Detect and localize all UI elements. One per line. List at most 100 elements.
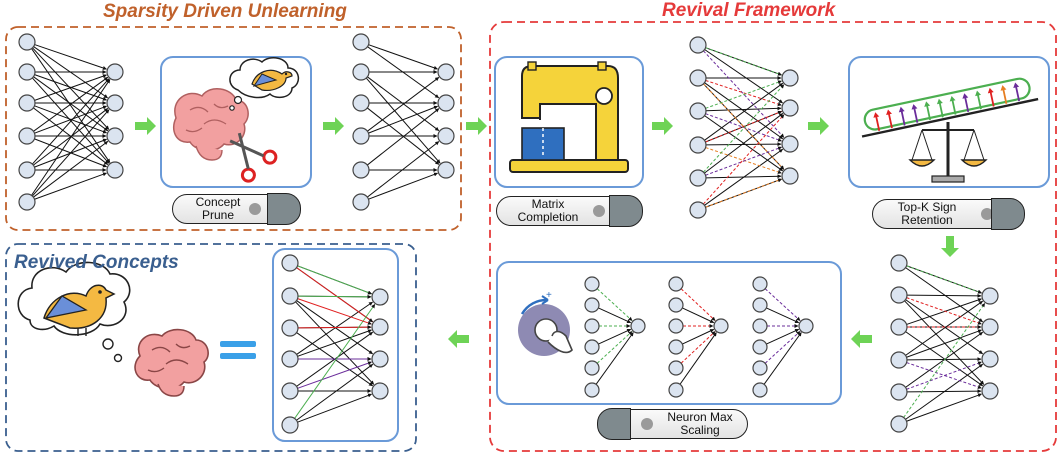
prune-illustration	[172, 56, 300, 183]
edge	[764, 331, 801, 364]
neuron-node	[668, 297, 684, 313]
edge	[705, 106, 782, 112]
edge	[33, 140, 109, 198]
scissors-icon	[229, 132, 278, 183]
neuron-node	[689, 201, 707, 219]
arrow-right-icon	[808, 117, 829, 135]
sign-arrow	[938, 101, 944, 118]
neuron-node	[668, 382, 684, 398]
brain-icon	[134, 328, 209, 397]
neuron-node	[981, 318, 999, 336]
neuron-node	[18, 33, 36, 51]
neuron-node	[752, 360, 768, 376]
neuron-node	[890, 415, 908, 433]
neuron-node	[371, 382, 389, 400]
neuron-node	[18, 193, 36, 211]
edge	[906, 298, 982, 325]
edge	[705, 178, 782, 208]
edge	[679, 332, 717, 385]
neuron-node	[584, 382, 600, 398]
toggle-knob	[641, 418, 653, 430]
edge	[31, 79, 111, 196]
neuron-node	[281, 319, 299, 337]
neuron-node	[584, 297, 600, 313]
edge	[31, 109, 110, 197]
edge	[766, 328, 800, 345]
toggle-knob	[981, 208, 993, 220]
network-matrix-completed	[689, 36, 799, 219]
pill-label-line1: Matrix	[531, 197, 565, 211]
network-revived	[281, 254, 389, 434]
edge	[704, 113, 784, 174]
edge	[704, 82, 784, 141]
edge	[34, 74, 107, 101]
neuron-node	[584, 276, 600, 292]
pill-label-line2: Scaling	[680, 423, 720, 437]
neuron-node	[584, 360, 600, 376]
edge	[596, 288, 633, 321]
arrow-right-icon	[448, 330, 469, 348]
sign-arrow	[964, 96, 970, 113]
neuron-node	[890, 351, 908, 369]
edge	[906, 265, 982, 294]
edge	[296, 267, 373, 323]
sign-arrow	[887, 112, 893, 129]
neuron-node	[352, 63, 370, 81]
neuron-node	[689, 136, 707, 154]
edge	[705, 146, 782, 176]
edge	[906, 293, 982, 298]
neuron-node	[668, 360, 684, 376]
neuron-node	[981, 287, 999, 305]
neuron-node	[281, 254, 299, 272]
neuron-node	[371, 288, 389, 306]
edge	[704, 148, 784, 206]
edge	[598, 307, 632, 324]
sign-arrow-head	[1013, 82, 1020, 88]
neuron-node	[584, 339, 600, 355]
balance-scale-icon	[861, 77, 1039, 183]
edge	[904, 300, 985, 385]
edge	[680, 288, 716, 321]
edge	[702, 114, 785, 205]
network-scaling-3	[752, 276, 814, 398]
neuron-node	[352, 127, 370, 145]
neuron-node	[371, 350, 389, 368]
edge	[32, 47, 110, 130]
arrow-right-icon	[851, 330, 872, 348]
neuron-node	[437, 161, 455, 179]
neuron-node	[18, 94, 36, 112]
edge	[31, 78, 110, 165]
neuron-node	[798, 318, 814, 334]
sign-arrow	[875, 114, 881, 131]
neuron-node	[281, 382, 299, 400]
sign-arrow-head	[911, 104, 918, 110]
hand-rotate-icon: +	[518, 290, 573, 356]
sign-arrow	[913, 106, 919, 123]
bird-icon	[43, 284, 116, 336]
neuron-node	[752, 339, 768, 355]
topk-panel	[848, 56, 1050, 188]
neuron-node	[689, 102, 707, 120]
edge	[297, 265, 372, 295]
edge	[905, 331, 983, 387]
sign-arrow-head	[924, 101, 931, 107]
neuron-node	[352, 193, 370, 211]
neuron-node	[781, 69, 799, 87]
brain-icon	[172, 88, 249, 161]
edge	[905, 300, 983, 356]
neuron-node	[106, 63, 124, 81]
neuron-node	[106, 127, 124, 145]
sign-arrow-head	[962, 93, 969, 99]
sign-arrow	[1014, 85, 1020, 102]
edge	[906, 297, 982, 325]
title-revival: Revival Framework	[662, 0, 836, 21]
neuron-node	[281, 287, 299, 305]
scaling-panel	[496, 261, 842, 405]
edge	[764, 288, 801, 321]
pill-label-line2: Prune	[201, 208, 234, 222]
edge	[596, 331, 633, 364]
neuron-node	[752, 297, 768, 313]
